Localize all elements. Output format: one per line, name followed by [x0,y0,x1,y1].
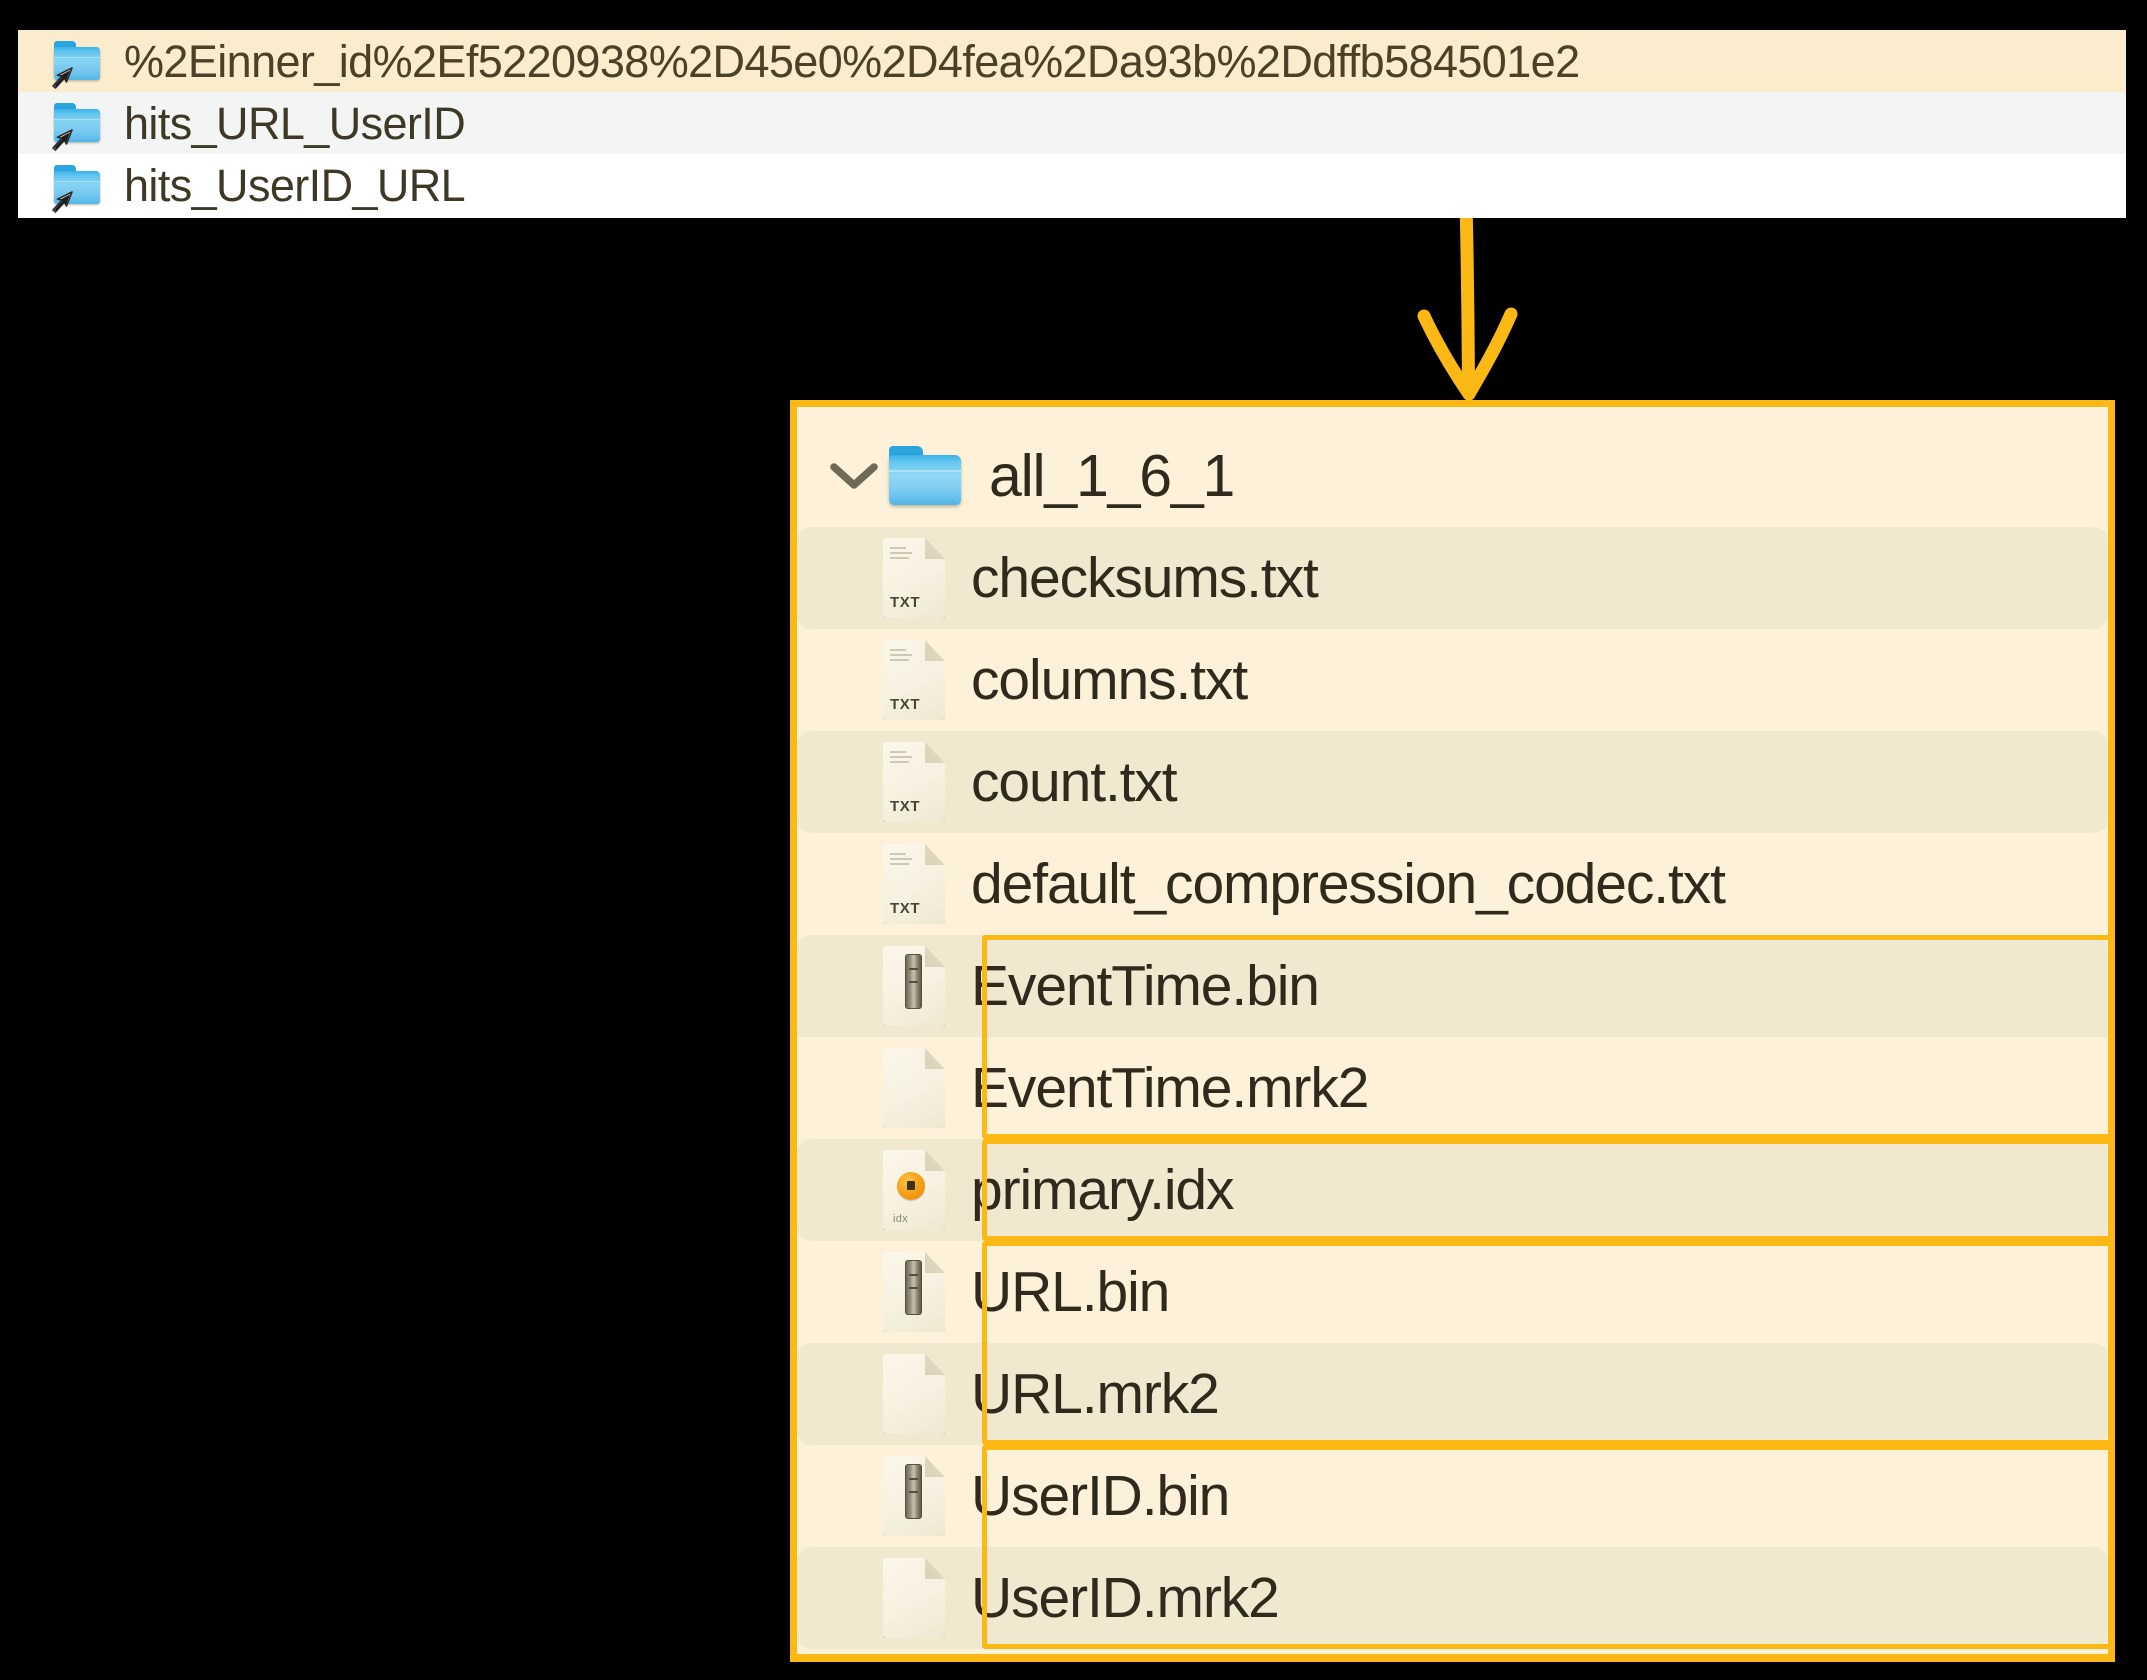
file-row[interactable]: EventTime.bin [797,935,2108,1037]
file-rows: all_1_6_1 TXT checksums.txt TXT columns.… [797,407,2108,1649]
list-item[interactable]: hits_URL_UserID [18,92,2126,154]
folder-symlink-icon [52,103,102,151]
file-row[interactable]: TXT count.txt [797,731,2108,833]
bin-file-icon [883,1252,945,1332]
file-row[interactable]: URL.bin [797,1241,2108,1343]
file-row[interactable]: UserID.mrk2 [797,1547,2108,1649]
folder-symlink-icon [52,165,102,213]
file-row[interactable]: TXT columns.txt [797,629,2108,731]
shortcut-arrow-overlay-icon [52,67,73,89]
shortcut-arrow-overlay-icon [52,191,73,213]
txt-file-icon: TXT [883,538,945,618]
file-name: checksums.txt [971,545,1319,610]
mrk-file-icon [883,1558,945,1638]
file-name: EventTime.mrk2 [971,1055,1370,1120]
file-name: UserID.bin [971,1463,1230,1528]
file-row[interactable]: TXT checksums.txt [797,527,2108,629]
file-name: EventTime.bin [971,953,1320,1018]
directory-listing-panel: %2Einner_id%2Ef5220938%2D45e0%2D4fea%2Da… [18,30,2126,218]
directory-row[interactable]: all_1_6_1 [797,425,2108,527]
list-item[interactable]: hits_UserID_URL [18,154,2126,216]
list-item-label: hits_UserID_URL [124,159,466,211]
part-directory-callout-panel: all_1_6_1 TXT checksums.txt TXT columns.… [790,400,2115,1662]
list-item-label: %2Einner_id%2Ef5220938%2D45e0%2D4fea%2Da… [124,35,1580,87]
file-row[interactable]: UserID.bin [797,1445,2108,1547]
idx-file-icon: idx [883,1150,945,1230]
list-item[interactable]: %2Einner_id%2Ef5220938%2D45e0%2D4fea%2Da… [18,30,2126,92]
bin-file-icon [883,1456,945,1536]
list-item-label: hits_URL_UserID [124,97,466,149]
folder-symlink-icon [52,41,102,89]
folder-icon [889,446,963,506]
file-name: count.txt [971,749,1178,814]
directory-name: all_1_6_1 [989,442,1235,509]
bin-file-icon [883,946,945,1026]
file-name: default_compression_codec.txt [971,851,1726,916]
file-name: UserID.mrk2 [971,1565,1280,1630]
file-name: primary.idx [971,1157,1234,1222]
file-row[interactable]: TXT default_compression_codec.txt [797,833,2108,935]
file-row[interactable]: EventTime.mrk2 [797,1037,2108,1139]
txt-file-icon: TXT [883,640,945,720]
file-row[interactable]: idx primary.idx [797,1139,2108,1241]
file-row[interactable]: URL.mrk2 [797,1343,2108,1445]
file-name: URL.bin [971,1259,1170,1324]
file-name: columns.txt [971,647,1248,712]
chevron-down-icon[interactable] [825,460,883,492]
txt-file-icon: TXT [883,844,945,924]
txt-file-icon: TXT [883,742,945,822]
file-name: URL.mrk2 [971,1361,1220,1426]
mrk-file-icon [883,1354,945,1434]
shortcut-arrow-overlay-icon [52,129,73,151]
mrk-file-icon [883,1048,945,1128]
